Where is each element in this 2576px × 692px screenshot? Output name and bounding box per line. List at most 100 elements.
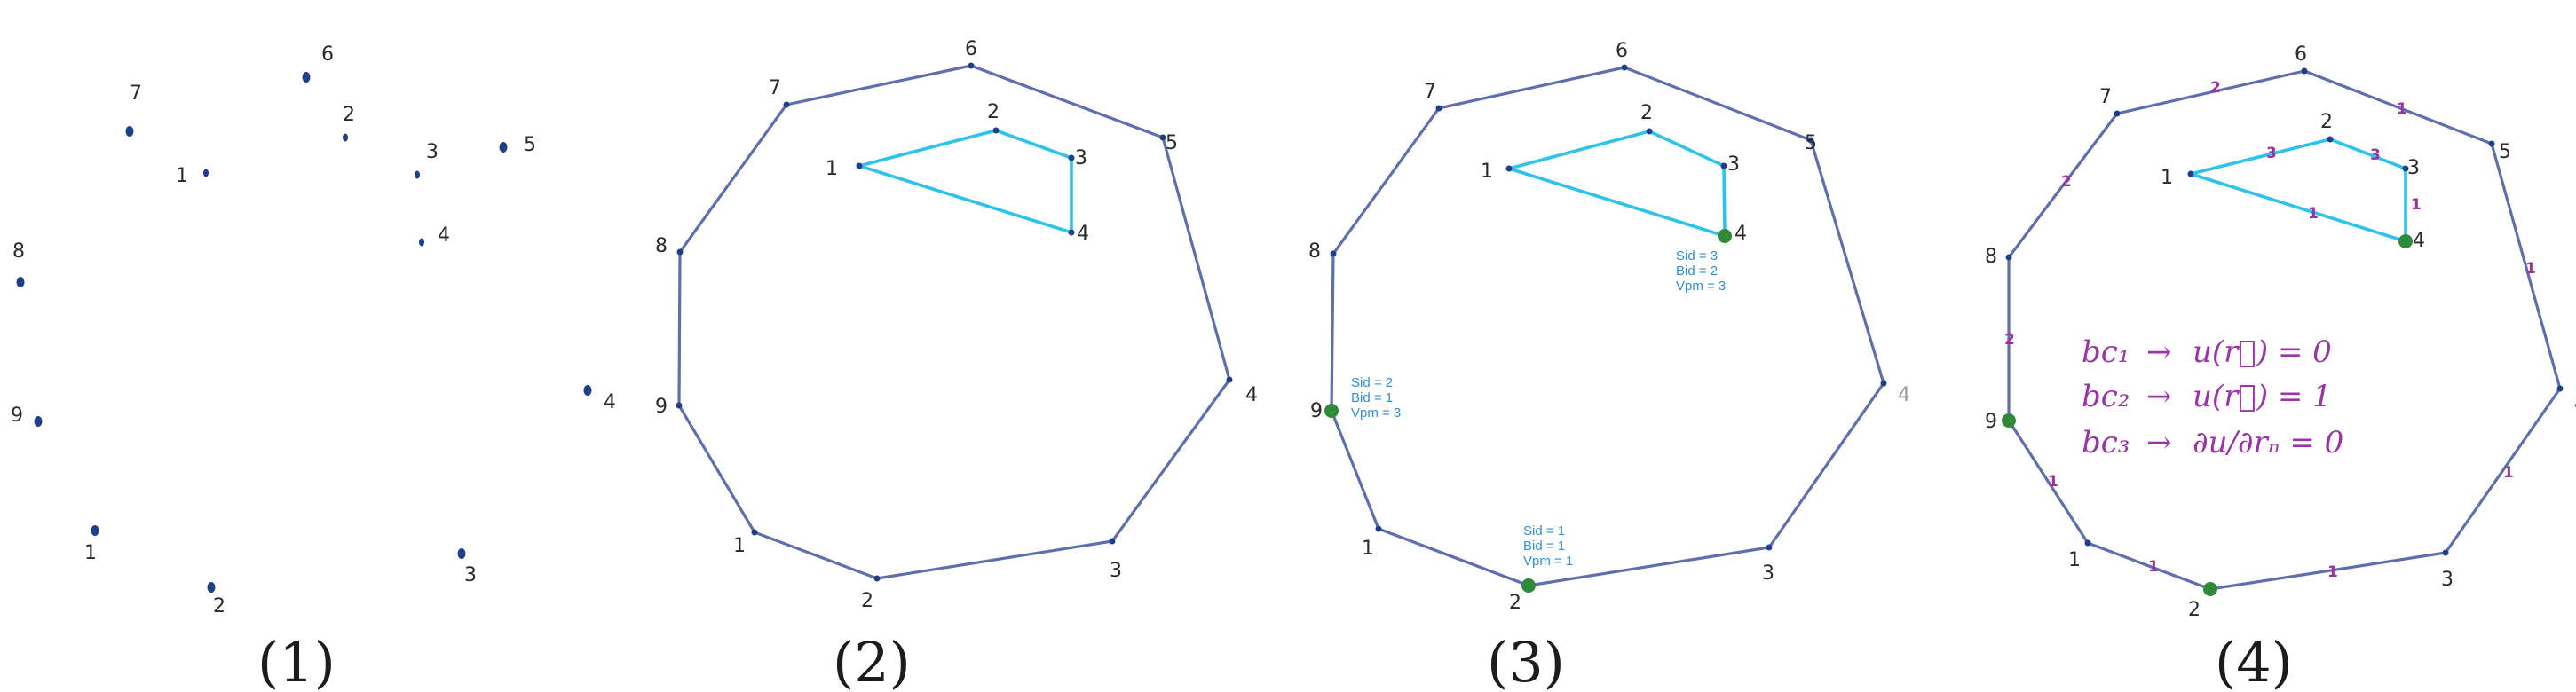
p1-outer-label-2: 2 xyxy=(213,595,225,617)
p4-outer-edge-id-5: 1 xyxy=(2397,100,2407,118)
p2-outer-label-7: 7 xyxy=(769,77,781,99)
p3-outer-label-5: 5 xyxy=(1805,132,1817,154)
p3-note-node9-line-3: Vpm = 3 xyxy=(1351,405,1401,421)
p2-outer-node-6 xyxy=(968,62,975,69)
p4-inner-label-2: 2 xyxy=(2320,111,2333,133)
p4-outer-node-7 xyxy=(2114,110,2121,117)
p1-inner-label-1: 1 xyxy=(176,165,188,187)
p4-bc-1-lhs: bc₁ xyxy=(2082,334,2130,370)
p4-inner-node-1 xyxy=(2187,170,2194,177)
p4-bc-2-arrow: → xyxy=(2146,379,2172,414)
p2-inner-label-3: 3 xyxy=(1075,147,1087,169)
p4-bc-1-rhs: u(r⃗) = 0 xyxy=(2193,334,2332,370)
p3-outer-node-8 xyxy=(1330,250,1337,257)
p4-outer-label-1: 1 xyxy=(2068,549,2081,571)
p3-inner-node-3 xyxy=(1720,162,1727,169)
p4-outer-label-2: 2 xyxy=(2188,599,2201,621)
p4-bc-2-rhs: u(r⃗) = 1 xyxy=(2193,379,2332,414)
p4-outer-node-4 xyxy=(2556,385,2564,392)
p4-bc-3-lhs: bc₃ xyxy=(2082,425,2130,460)
p3-inner-label-2: 2 xyxy=(1640,102,1653,124)
p1-outer-point-1 xyxy=(91,525,99,536)
p1-outer-point-8 xyxy=(16,277,25,287)
p4-outer-edge-id-7: 2 xyxy=(2061,173,2072,191)
p4-outer-edge-id-6: 2 xyxy=(2210,79,2221,97)
p4-outer-edge-id-4: 1 xyxy=(2525,260,2536,278)
p3-outer-label-4: 4 xyxy=(1898,384,1910,406)
p1-outer-label-8: 8 xyxy=(12,240,25,263)
p1-outer-point-2 xyxy=(207,582,216,593)
p2-outer-label-4: 4 xyxy=(1245,384,1258,406)
p3-outer-node-6 xyxy=(1621,64,1628,71)
p1-outer-point-6 xyxy=(302,72,311,83)
p2-outer-node-3 xyxy=(1109,538,1116,545)
p2-outer-label-6: 6 xyxy=(965,38,977,60)
p4-outer-label-8: 8 xyxy=(1985,246,1997,268)
panel-3-caption: (3) xyxy=(1487,630,1565,692)
p3-note-inner4-line-3: Vpm = 3 xyxy=(1676,279,1726,294)
p4-outer-node-6 xyxy=(2301,67,2308,75)
p3-inner-node-1 xyxy=(1505,165,1513,172)
p3-inner-label-3: 3 xyxy=(1727,153,1740,176)
p3-outer-boundary xyxy=(1330,66,1885,587)
p1-outer-label-5: 5 xyxy=(524,134,536,156)
p1-inner-point-1 xyxy=(203,169,209,177)
panel-1-caption: (1) xyxy=(257,630,336,692)
p1-outer-label-9: 9 xyxy=(11,405,23,427)
p1-outer-label-3: 3 xyxy=(464,564,477,586)
p4-outer-edge-id-3: 1 xyxy=(2503,464,2514,482)
p4-inner-edge-id-1: 3 xyxy=(2266,145,2277,162)
p3-marked-node-inner-4 xyxy=(1718,229,1732,243)
p2-outer-boundary xyxy=(677,64,1231,580)
p4-inner-edge-id-2: 3 xyxy=(2370,146,2381,164)
p2-outer-label-3: 3 xyxy=(1110,560,1122,582)
p2-inner-node-1 xyxy=(856,162,863,169)
p4-outer-label-4: 4 xyxy=(2574,393,2576,415)
p3-outer-label-3: 3 xyxy=(1762,562,1774,585)
p4-inner-edge-id-4: 1 xyxy=(2308,205,2319,223)
p1-outer-label-7: 7 xyxy=(130,83,142,105)
p3-outer-node-7 xyxy=(1435,105,1442,112)
p2-outer-node-7 xyxy=(783,101,790,108)
p4-outer-node-3 xyxy=(2442,549,2449,556)
p3-outer-label-6: 6 xyxy=(1616,40,1628,62)
p4-outer-label-6: 6 xyxy=(2295,43,2307,66)
p1-outer-label-1: 1 xyxy=(84,542,97,564)
panel-2-caption: (2) xyxy=(833,630,911,692)
p4-outer-label-5: 5 xyxy=(2499,141,2511,163)
p1-inner-point-3 xyxy=(415,170,420,179)
p3-outer-label-2: 2 xyxy=(1509,592,1521,614)
p2-inner-node-3 xyxy=(1068,154,1075,161)
panel-4-caption: (4) xyxy=(2215,630,2293,692)
p2-outer-node-8 xyxy=(676,248,684,256)
p4-outer-edge-id-9: 1 xyxy=(2048,473,2058,491)
p2-outer-node-4 xyxy=(1226,376,1233,383)
p3-note-inner4-line-1: Sid = 3 xyxy=(1676,248,1718,263)
p1-inner-point-4 xyxy=(419,238,424,247)
p4-bc-1-arrow: → xyxy=(2146,334,2172,370)
p2-outer-label-5: 5 xyxy=(1166,132,1178,154)
p3-marked-node-9 xyxy=(1324,404,1339,418)
p4-marked-node-9 xyxy=(2002,413,2016,428)
p2-outer-node-5 xyxy=(1159,134,1166,141)
p3-outer-label-7: 7 xyxy=(1424,81,1436,103)
p2-outer-label-1: 1 xyxy=(733,535,746,557)
p3-inner-node-2 xyxy=(1646,128,1653,135)
p4-inner-label-3: 3 xyxy=(2407,157,2420,179)
p2-inner-label-2: 2 xyxy=(987,101,1000,123)
p4-marked-node-inner-4 xyxy=(2398,234,2413,248)
p4-inner-edge-id-3: 1 xyxy=(2411,196,2422,214)
p2-outer-node-2 xyxy=(873,575,881,582)
p1-outer-point-4 xyxy=(583,385,592,396)
p3-outer-label-9: 9 xyxy=(1310,400,1323,422)
panel-4-boundary-conditions: 12345678912341111122213311bc₁→u(r⃗) = 0b… xyxy=(1985,43,2576,692)
p2-inner-node-2 xyxy=(992,127,1000,134)
p3-inner-label-1: 1 xyxy=(1481,161,1493,183)
p2-outer-node-9 xyxy=(676,402,683,409)
p4-outer-label-7: 7 xyxy=(2099,86,2112,108)
p4-outer-edge-id-8: 2 xyxy=(2004,331,2015,349)
p3-note-node2-line-1: Sid = 1 xyxy=(1523,523,1565,539)
